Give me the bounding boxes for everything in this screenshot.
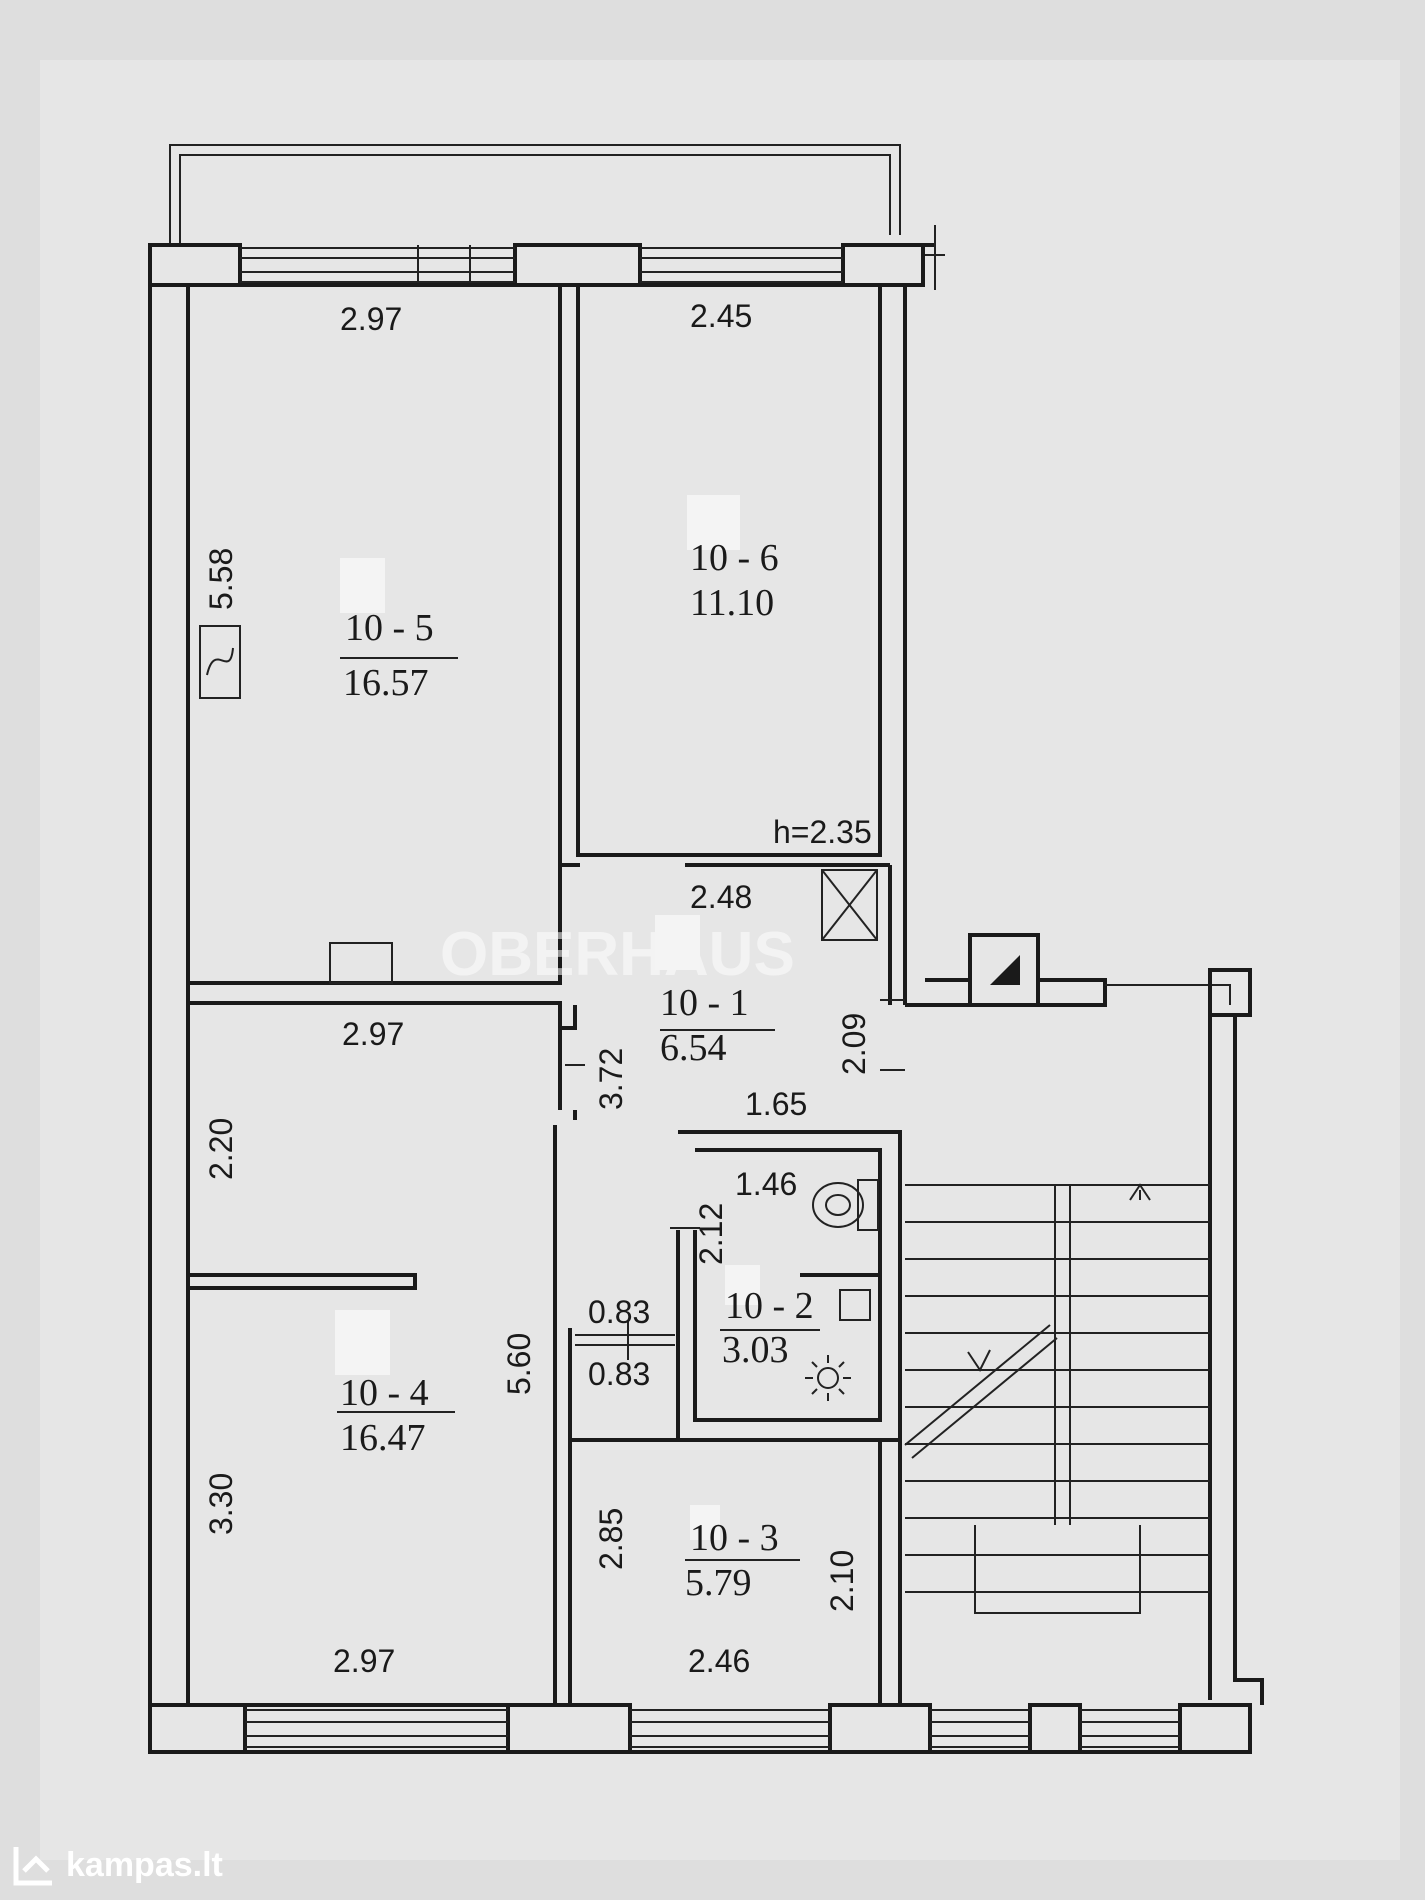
footer: kampas.lt <box>10 1840 223 1890</box>
room-6-label: 10 - 6 <box>690 537 779 579</box>
wall-pier <box>1178 1703 1252 1754</box>
door-markers <box>565 999 905 1360</box>
dim-room4-right: 5.60 <box>501 1333 537 1395</box>
redaction <box>690 1505 720 1540</box>
room-4-label: 10 - 4 <box>340 1372 429 1414</box>
wall-pier <box>841 243 925 287</box>
room-3-label: 10 - 3 <box>690 1517 779 1559</box>
room-1-label: 10 - 1 <box>660 982 749 1024</box>
ceiling-height: h=2.35 <box>773 814 872 850</box>
room-2-area: 3.03 <box>722 1329 789 1371</box>
room-4-area: 16.47 <box>340 1417 426 1459</box>
stair-landing <box>974 1525 1141 1614</box>
stair-break-line <box>911 1337 1058 1459</box>
dim-room4-bottom: 2.97 <box>333 1643 395 1679</box>
redaction <box>340 558 385 613</box>
dim-room4-upper-side: 2.20 <box>203 1118 239 1180</box>
wall-pier <box>828 1703 932 1754</box>
heater-box <box>329 942 393 984</box>
dim-hall-right: 2.09 <box>836 1013 872 1075</box>
dim-door-upper: 0.83 <box>588 1294 650 1330</box>
wall-pier <box>506 1703 632 1754</box>
redaction <box>655 915 700 970</box>
kampas-logo-icon <box>13 1847 52 1886</box>
room-1-area: 6.54 <box>660 1027 727 1069</box>
stair-break-line <box>904 1324 1051 1446</box>
dim-room5-side: 5.58 <box>203 548 239 610</box>
dim-room4-lower-side: 3.30 <box>203 1473 239 1535</box>
dim-room4-top: 2.97 <box>342 1016 404 1052</box>
redaction <box>335 1310 390 1375</box>
room-2-label: 10 - 2 <box>725 1285 814 1327</box>
ventilation-shaft <box>821 869 878 941</box>
stair-arrow-down <box>967 1349 991 1372</box>
redaction <box>687 495 740 550</box>
room-5-label: 10 - 5 <box>345 607 434 649</box>
dim-hall-bottom: 1.65 <box>745 1086 807 1122</box>
dim-room3-bottom: 2.46 <box>688 1643 750 1679</box>
dim-room3-left: 2.85 <box>593 1508 629 1570</box>
staircase <box>904 1183 1210 1614</box>
room-5-area: 16.57 <box>343 662 429 704</box>
room-6-area: 11.10 <box>690 582 774 624</box>
dim-room6-top: 2.45 <box>690 298 752 334</box>
dim-door-lower: 0.83 <box>588 1356 650 1392</box>
dim-bath-side: 2.12 <box>693 1203 729 1265</box>
interior-walls <box>186 283 1264 1707</box>
redaction <box>725 1265 760 1305</box>
window-top-left <box>240 245 515 285</box>
dim-hall-top: 2.48 <box>690 879 752 915</box>
window-bottom <box>245 1709 1180 1748</box>
dim-room5-top: 2.97 <box>340 301 402 337</box>
watermark: OBERHAUS <box>440 920 795 989</box>
footer-brand[interactable]: kampas.lt <box>66 1845 223 1884</box>
balcony <box>169 144 901 245</box>
wall-pier <box>148 243 242 287</box>
radiator-icon <box>199 625 241 699</box>
stair-arrow-head <box>1129 1183 1151 1201</box>
toilet-icon <box>812 1179 879 1231</box>
room-3-area: 5.79 <box>685 1562 752 1604</box>
shower-icon <box>805 1355 851 1401</box>
sink-icon <box>839 1289 871 1321</box>
wall-pier <box>1028 1703 1082 1754</box>
dim-bath-top: 1.46 <box>735 1166 797 1202</box>
window-top-right <box>640 247 843 283</box>
wall-pier <box>148 1703 247 1754</box>
dim-room3-right: 2.10 <box>824 1550 860 1612</box>
dim-hall-left: 3.72 <box>593 1048 629 1110</box>
wall-pier <box>513 243 642 287</box>
